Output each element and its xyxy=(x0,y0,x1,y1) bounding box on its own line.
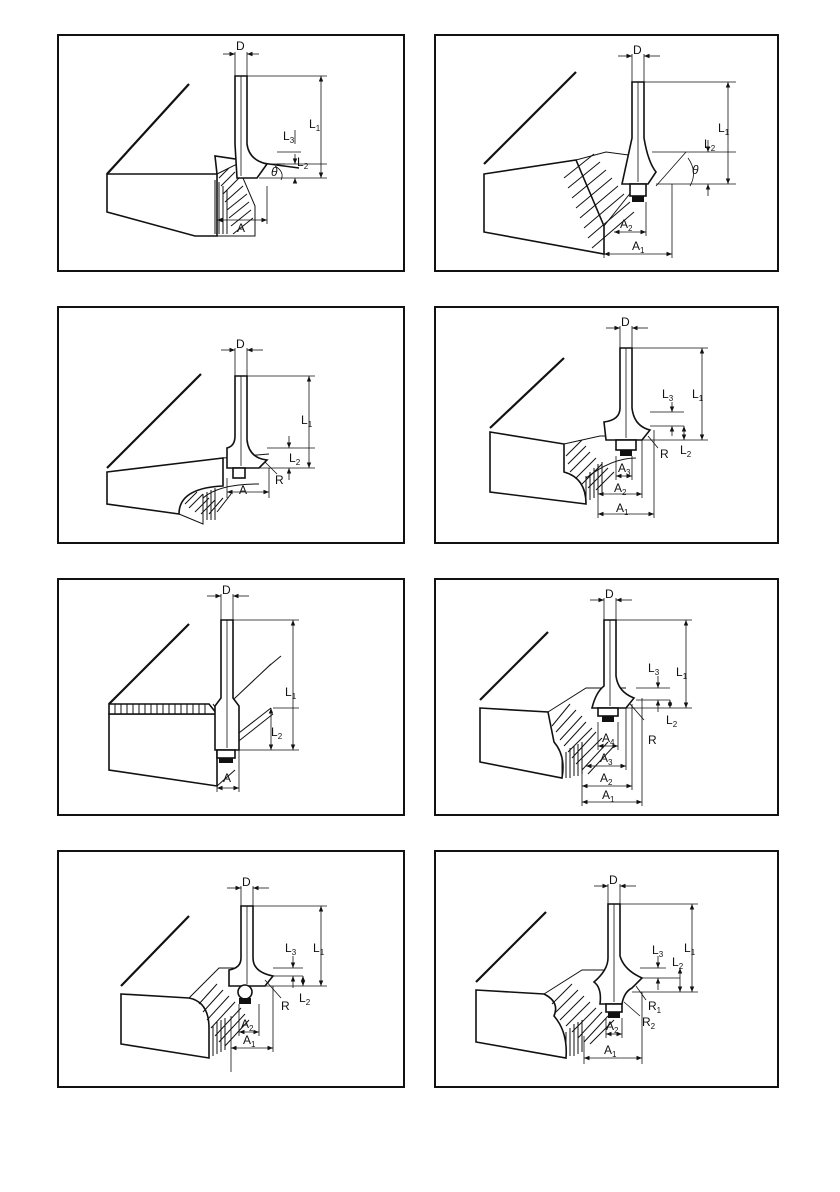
dim-D: D xyxy=(609,873,618,887)
dim-D: D xyxy=(633,43,642,57)
dim-A: A xyxy=(223,771,231,785)
dim-L2: L2 xyxy=(299,991,311,1007)
router-bit xyxy=(215,620,239,763)
dim-A2: A2 xyxy=(614,481,627,497)
dim-A1: A1 xyxy=(243,1033,256,1049)
chamfer-bearing-bit-diagram: D L1 L2 θ A2 A1 xyxy=(436,36,781,274)
dim-A1: A1 xyxy=(602,788,615,804)
dim-R: R xyxy=(281,999,290,1013)
router-bit xyxy=(229,906,273,1004)
dim-A2: A2 xyxy=(620,217,633,233)
dim-A: A xyxy=(239,483,247,497)
workpiece xyxy=(109,624,281,786)
dim-A1: A1 xyxy=(632,239,645,255)
diagram-panel-corner-round: D L1 L2 R A xyxy=(57,306,405,544)
dim-D: D xyxy=(605,587,614,601)
dim-L3: L3 xyxy=(285,941,297,957)
workpiece xyxy=(484,72,636,254)
dim-A2: A2 xyxy=(600,771,613,787)
dim-L1: L1 xyxy=(309,117,321,133)
dim-L2: L2 xyxy=(704,137,716,153)
dim-L2: L2 xyxy=(666,713,678,729)
cove-bit-diagram: D L1 L3 L2 R A2 A1 xyxy=(59,852,407,1090)
diagram-panel-round-bearing: D L1 L3 L2 R A3 A2 A1 xyxy=(434,306,779,544)
dim-D: D xyxy=(242,875,251,889)
bearing xyxy=(217,750,235,758)
dim-L1: L1 xyxy=(684,941,696,957)
flush-trim-bit-diagram: D L1 L2 A xyxy=(59,580,407,818)
dim-L1: L1 xyxy=(313,941,325,957)
dimension-lines xyxy=(217,52,327,224)
dim-A1: A1 xyxy=(604,1043,617,1059)
dim-R2: R2 xyxy=(642,1015,656,1031)
dim-L3: L3 xyxy=(652,943,664,959)
workpiece xyxy=(121,916,255,1058)
dim-D: D xyxy=(236,39,245,53)
chamfer-bit-diagram: D L1 L3 L2 θ A xyxy=(59,36,407,274)
dim-A4: A4 xyxy=(602,731,615,747)
dim-D: D xyxy=(222,583,231,597)
dim-L2: L2 xyxy=(680,443,692,459)
diagram-panel-beading: D L1 L3 L2 R A4 A3 A2 A1 xyxy=(434,578,779,816)
dim-L1: L1 xyxy=(285,685,297,701)
dim-R: R xyxy=(660,447,669,461)
dim-D: D xyxy=(621,315,630,329)
router-bit xyxy=(235,76,267,178)
bearing xyxy=(598,708,618,716)
diagram-panel-flush-trim: D L1 L2 A xyxy=(57,578,405,816)
dim-theta: θ xyxy=(271,165,278,179)
diagram-panel-chamfer: D L1 L3 L2 θ A xyxy=(57,34,405,272)
bearing xyxy=(606,1004,622,1012)
corner-round-bit-diagram: D L1 L2 R A xyxy=(59,308,407,546)
dim-A1: A1 xyxy=(616,501,629,517)
dim-A2: A2 xyxy=(241,1017,254,1033)
beading-bit-diagram: D L1 L3 L2 R A4 A3 A2 A1 xyxy=(436,580,781,818)
dim-A3: A3 xyxy=(600,751,613,767)
pilot xyxy=(233,468,245,478)
dim-L3: L3 xyxy=(662,387,674,403)
router-bit xyxy=(622,82,656,202)
dim-L2: L2 xyxy=(271,725,283,741)
router-bit xyxy=(594,904,642,1018)
diagram-panel-chamfer-bearing: D L1 L2 θ A2 A1 xyxy=(434,34,779,272)
dim-A: A xyxy=(237,221,245,235)
ogee-bit-diagram: D L1 L3 L2 R1 R2 A2 A1 xyxy=(436,852,781,1090)
dim-L3: L3 xyxy=(283,129,295,145)
dim-R: R xyxy=(275,473,284,487)
dim-L1: L1 xyxy=(301,413,313,429)
bearing xyxy=(238,985,252,999)
dim-D: D xyxy=(236,337,245,351)
dim-L3: L3 xyxy=(648,661,660,677)
dim-theta: θ xyxy=(692,163,699,177)
dim-L2: L2 xyxy=(289,451,301,467)
round-bearing-bit-diagram: D L1 L3 L2 R A3 A2 A1 xyxy=(436,308,781,546)
dim-A2: A2 xyxy=(606,1019,619,1035)
bearing xyxy=(630,184,646,196)
diagram-panel-cove: D L1 L3 L2 R A2 A1 xyxy=(57,850,405,1088)
dim-L2: L2 xyxy=(672,955,684,971)
dim-R: R xyxy=(648,733,657,747)
dim-R1: R1 xyxy=(648,999,662,1015)
dim-L2: L2 xyxy=(297,155,309,171)
bearing xyxy=(616,440,636,450)
router-bit xyxy=(592,620,634,722)
workpiece xyxy=(107,84,299,236)
diagram-panel-ogee: D L1 L3 L2 R1 R2 A2 A1 xyxy=(434,850,779,1088)
dim-A3: A3 xyxy=(618,461,631,477)
router-bit xyxy=(227,376,267,478)
